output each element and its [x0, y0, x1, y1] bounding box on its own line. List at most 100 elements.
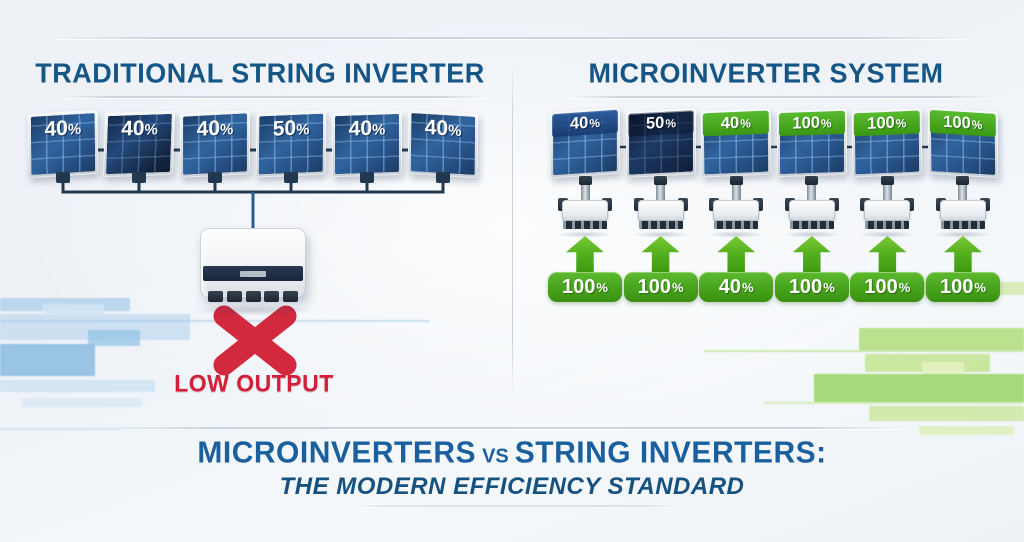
arrow-up-icon [792, 236, 831, 272]
mosaic-tile [859, 328, 1024, 350]
microinverter-ports [714, 221, 759, 229]
output-badge: 100% [774, 272, 849, 302]
mosaic-tile [869, 406, 1024, 421]
solar-panel-frame: 100% [852, 108, 923, 178]
solar-panel: 40% [407, 109, 479, 179]
mount-stem [729, 176, 743, 200]
solar-panel-frame: 40% [27, 109, 99, 179]
microinverter-unit: 40% 100% [548, 107, 622, 310]
arrow-up-icon [641, 236, 680, 272]
microinverter-shadow [556, 231, 614, 238]
mosaic-tile [0, 298, 130, 311]
solar-panel: 40% [102, 110, 176, 178]
arrow-up-icon [868, 236, 907, 272]
mosaic-tile [88, 330, 140, 346]
microinverter-body [864, 200, 911, 221]
panel-output-badge: 100% [929, 109, 996, 137]
arrow-up-icon [566, 236, 604, 272]
solar-panel: 40% [700, 108, 772, 178]
stem-connector [880, 176, 894, 185]
stem-pole [656, 185, 666, 200]
stem-connector [578, 176, 592, 185]
solar-panel-frame: 40% [102, 110, 176, 178]
left-panels-row: 40% 40% 40% 50% 40% 40% [27, 109, 479, 179]
solar-panel-frame: 40% [700, 108, 772, 178]
mosaic-tile [0, 320, 430, 322]
top-rule [55, 37, 965, 39]
solar-panel-frame: 40% [550, 107, 620, 179]
panel-output-badge: 40% [552, 109, 618, 138]
microinverter-unit: 100% 100% [850, 108, 925, 310]
footer-top-rule [122, 427, 902, 429]
output-badge: 100% [850, 272, 925, 302]
mosaic-tile [42, 304, 104, 315]
left-title-underline [65, 96, 487, 98]
output-badge: 40% [699, 272, 774, 302]
footer-caption-line2: THE MODERN EFFICIENCY STANDARD [279, 473, 745, 500]
panel-output-label: 40% [424, 115, 462, 141]
microinverter-body [788, 200, 835, 221]
x-icon [213, 305, 297, 376]
arrow-up-icon [717, 236, 756, 272]
solar-panel: 50% [255, 110, 327, 178]
right-section-title: MICROINVERTER SYSTEM [588, 57, 944, 89]
solar-panel-frame: 40% [332, 110, 402, 178]
low-output-label: LOW OUTPUT [174, 369, 334, 397]
solar-panel: 40% [550, 107, 620, 179]
panel-output-label: 40% [120, 116, 159, 141]
arrow-up-icon [943, 236, 982, 272]
output-badge: 100% [623, 272, 698, 302]
microinverter-ports [563, 221, 607, 229]
inverter-shadow [190, 304, 316, 316]
stem-pole [882, 185, 892, 200]
panel-output-badge: 50% [627, 110, 694, 137]
panel-output-label: 50% [272, 116, 310, 141]
mosaic-tile [919, 426, 1014, 435]
microinverter-unit: 100% 100% [925, 107, 1000, 310]
microinverter-body [637, 200, 684, 221]
stem-pole [807, 185, 817, 200]
microinverter-shadow [933, 231, 992, 238]
mosaic-tile [0, 344, 95, 376]
microinverter [858, 198, 917, 238]
solar-panel-frame: 40% [180, 110, 250, 178]
panel-output-label: 40% [196, 116, 234, 141]
output-badge: 100% [925, 272, 1000, 302]
panel-output-badge: 100% [778, 110, 845, 137]
microinverter-shadow [707, 231, 766, 238]
inverter-ports [208, 291, 298, 302]
solar-panel-frame: 100% [927, 107, 999, 179]
right-title-underline [570, 96, 990, 98]
solar-panel-frame: 40% [407, 109, 479, 179]
solar-panel: 100% [852, 108, 923, 178]
mount-stem [805, 176, 819, 200]
stem-pole [580, 185, 590, 200]
mosaic-tile [0, 314, 190, 340]
panel-output-badge: 100% [854, 110, 921, 137]
mount-stem [654, 176, 668, 200]
microinverter-unit: 100% 100% [774, 108, 849, 310]
right-units-row: 40% 100% 50% [548, 107, 1000, 310]
stem-pole [958, 185, 968, 200]
microinverter-body [939, 200, 986, 221]
microinverter [631, 198, 690, 238]
microinverter-ports [638, 221, 683, 229]
mosaic-tile [922, 362, 964, 374]
stem-connector [729, 176, 743, 185]
solar-panel: 100% [776, 108, 847, 178]
vs-label: VS [482, 444, 509, 468]
mount-stem [578, 176, 592, 200]
mosaic-tile [865, 354, 990, 372]
mosaic-tile [0, 428, 330, 430]
stem-pole [731, 185, 741, 200]
solar-panel: 40% [180, 110, 250, 178]
output-badge: 100% [548, 272, 622, 302]
microinverter [556, 198, 614, 238]
stem-connector [956, 176, 970, 185]
left-section-title: TRADITIONAL STRING INVERTER [35, 57, 485, 89]
panel-output-badge: 40% [702, 110, 770, 137]
microinverter-unit: 50% 100% [623, 108, 698, 310]
microinverter-shadow [631, 231, 690, 238]
